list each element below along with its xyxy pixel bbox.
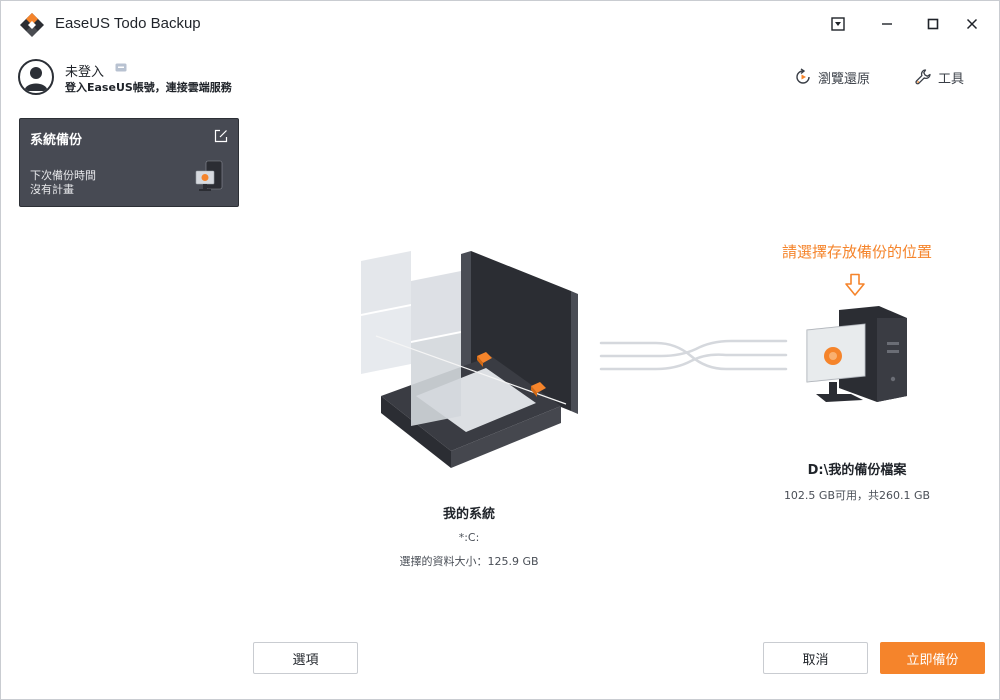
options-button[interactable]: 選項: [253, 642, 358, 674]
tray-icon: [831, 17, 845, 31]
computer-backup-icon: [195, 160, 223, 191]
user-icon: [24, 67, 48, 91]
next-backup-label: 下次備份時間: [30, 169, 96, 182]
arrow-down-icon: [845, 273, 865, 296]
minimize-icon: [882, 23, 892, 25]
destination-path: D:\我的備份檔案: [807, 463, 907, 478]
card-title: 系統備份: [30, 133, 83, 148]
cloud-tag-icon: [115, 63, 127, 72]
cancel-button[interactable]: 取消: [763, 642, 868, 674]
tools-label: 工具: [938, 71, 965, 87]
browse-restore-button[interactable]: 瀏覽還原: [794, 67, 870, 87]
backup-now-button[interactable]: 立即備份: [880, 642, 985, 674]
minimize-button[interactable]: [874, 11, 900, 37]
tray-button[interactable]: [825, 11, 851, 37]
system-backup-card[interactable]: 系統備份 下次備份時間 沒有計畫: [19, 118, 239, 207]
source-title: 我的系統: [442, 507, 495, 522]
close-icon: [966, 18, 978, 30]
title-bar: EaseUS Todo Backup: [1, 1, 999, 47]
wrench-icon: [915, 69, 931, 85]
maximize-button[interactable]: [920, 11, 946, 37]
browse-restore-label: 瀏覽還原: [818, 71, 871, 87]
edit-icon[interactable]: [214, 129, 228, 143]
login-status[interactable]: 未登入: [65, 65, 105, 80]
data-flow-lines: [599, 339, 788, 371]
destination-space: 102.5 GB可用，共260.1 GB: [783, 489, 931, 502]
my-system-illustration[interactable]: [356, 246, 586, 471]
destination-hint[interactable]: 請選擇存放備份的位置: [781, 243, 932, 261]
app-title: EaseUS Todo Backup: [55, 15, 201, 32]
source-drive: *:C:: [458, 531, 480, 544]
destination-computer-illustration[interactable]: [801, 304, 911, 409]
restore-icon: [796, 68, 810, 84]
plan-status: 沒有計畫: [30, 183, 74, 196]
close-button[interactable]: [959, 11, 985, 37]
login-hint[interactable]: 登入EaseUS帳號，連接雲端服務: [65, 81, 232, 94]
source-size: 選擇的資料大小：125.9 GB: [399, 555, 539, 568]
maximize-icon: [927, 18, 939, 30]
avatar[interactable]: [18, 59, 54, 95]
tools-button[interactable]: 工具: [914, 67, 964, 87]
easeus-logo-icon: [20, 13, 44, 37]
